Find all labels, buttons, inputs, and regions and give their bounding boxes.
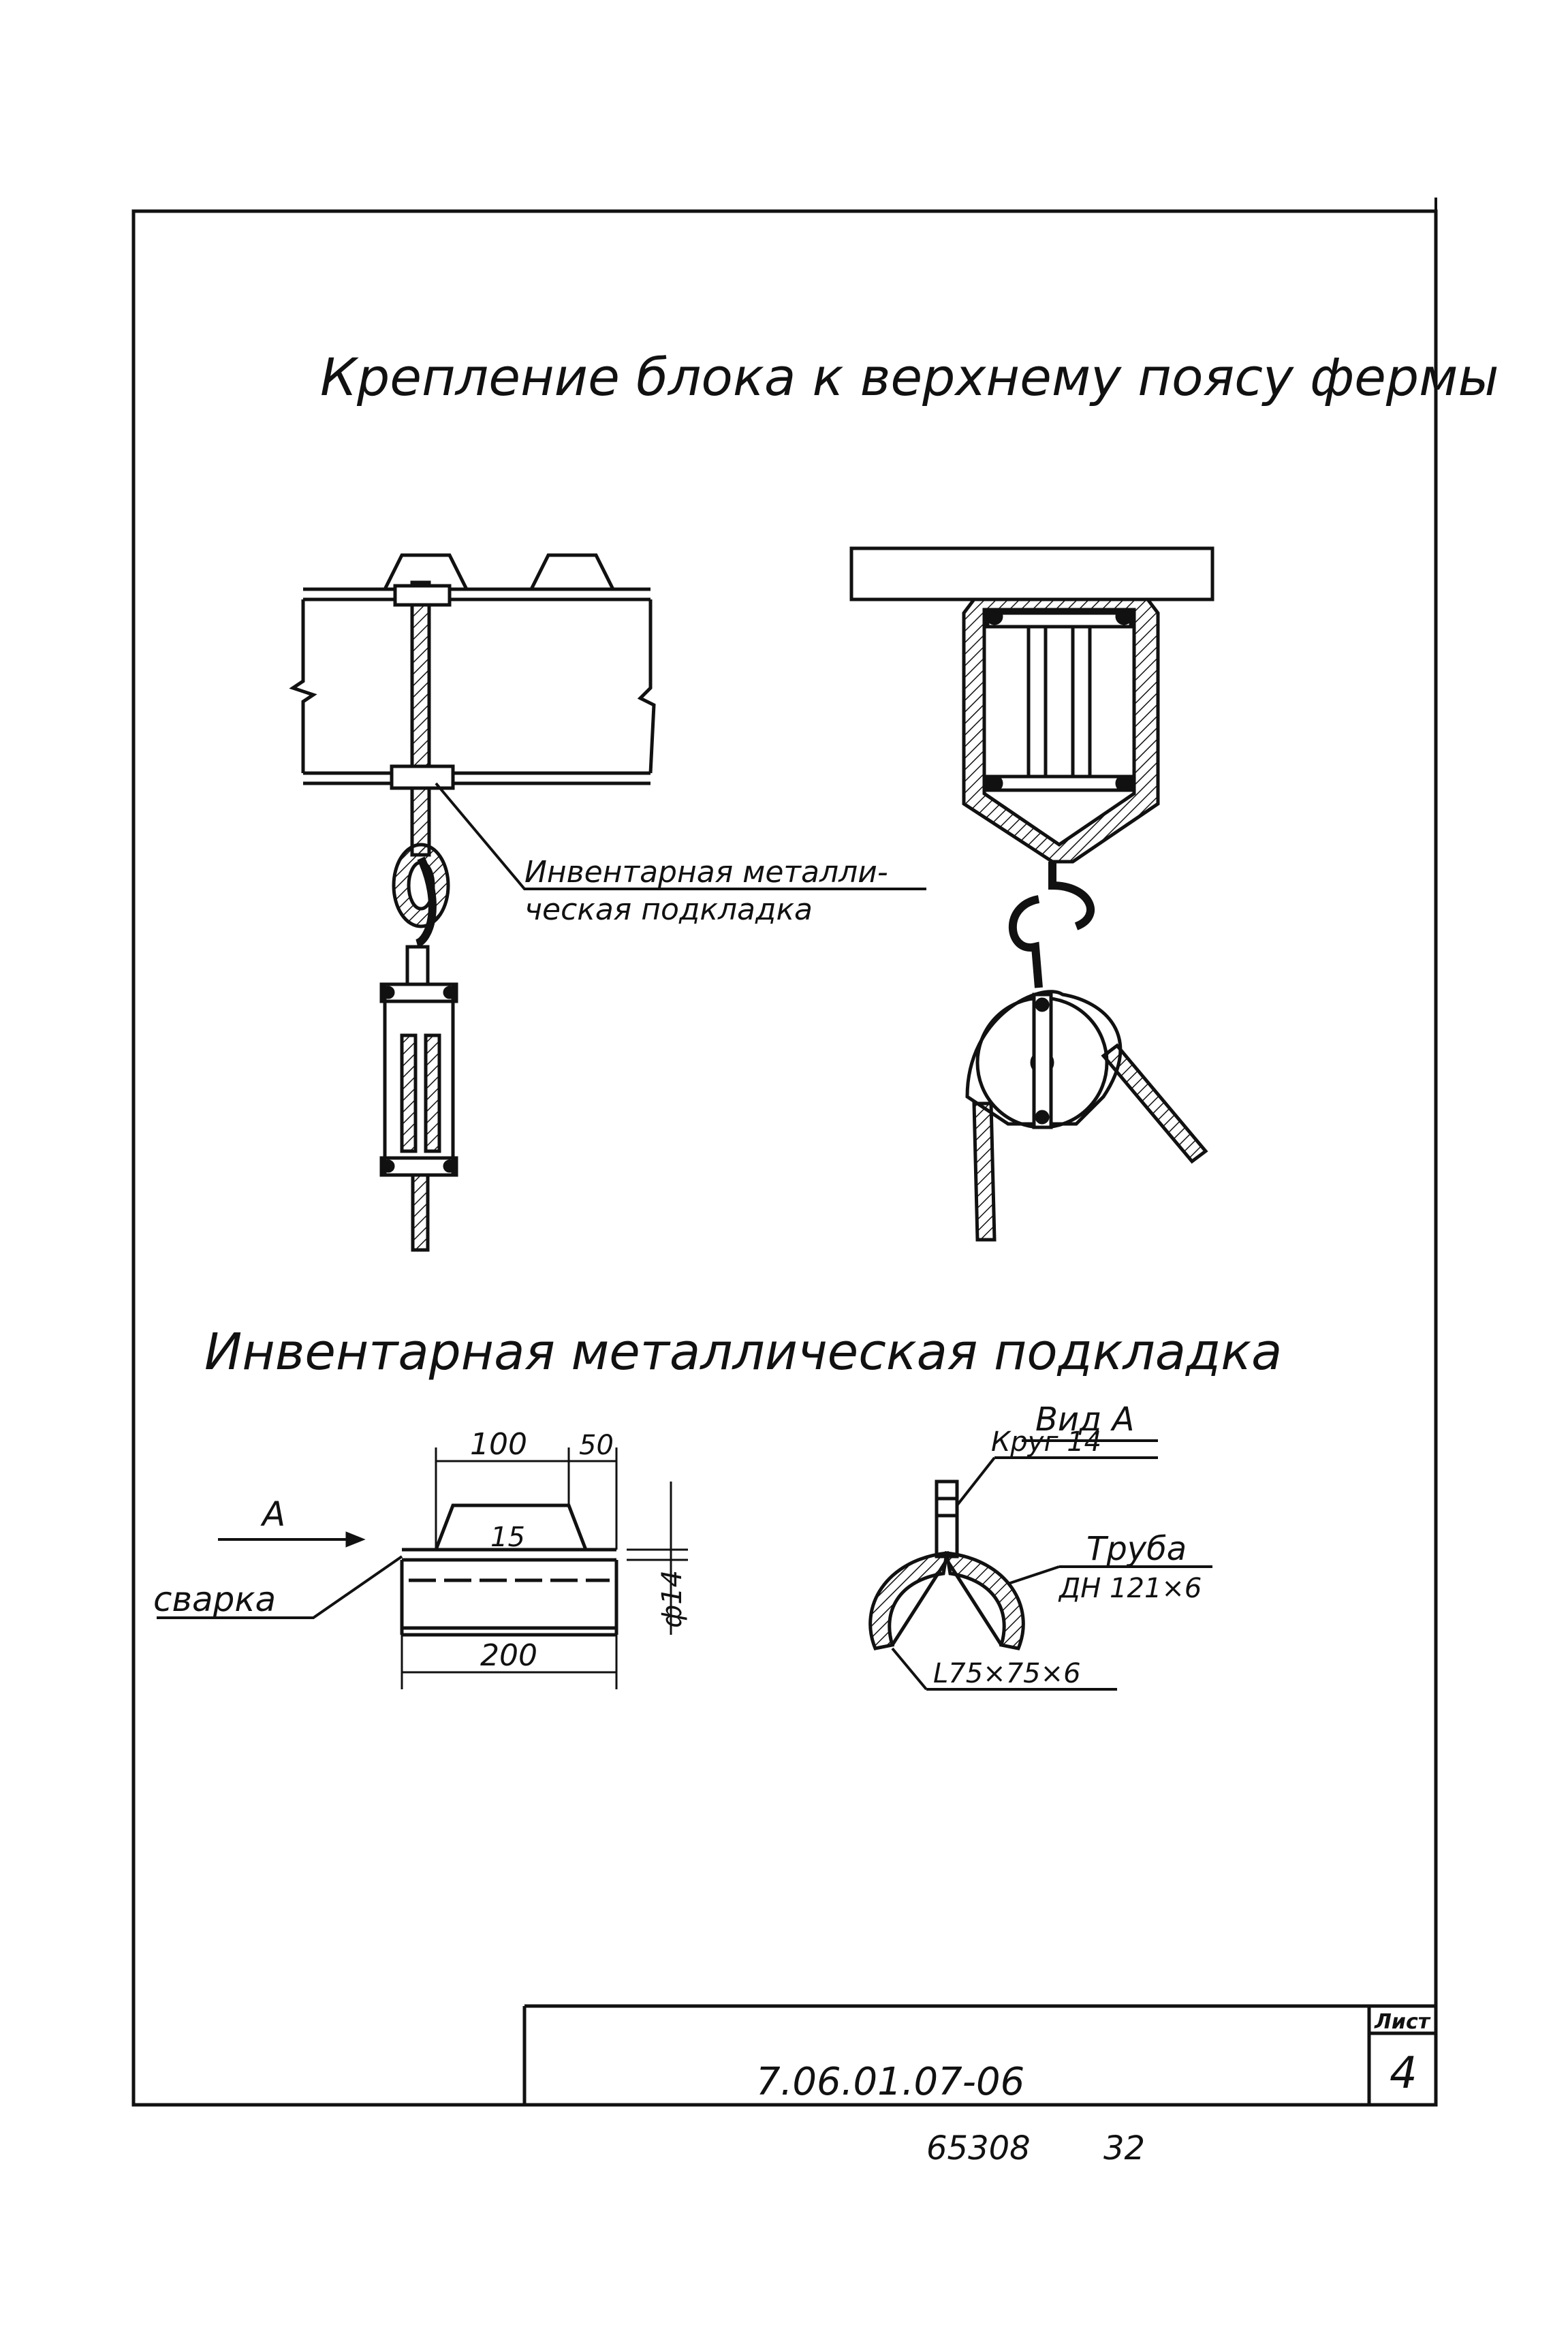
footer-number-left: 65308: [926, 2129, 1031, 2167]
sheet-frame: [131, 209, 1438, 2107]
drawing-title: Крепление блока к верхнему поясу фермы: [320, 347, 1499, 407]
angle-label: L75×75×6: [933, 1658, 1081, 1689]
truss-side-view: [289, 553, 656, 1252]
pad-callout: Инвентарная металли- ческая подкладка: [435, 782, 926, 927]
dim-50: 50: [579, 1430, 614, 1461]
weld-label: сварка: [153, 1580, 276, 1619]
truss-section-view: [849, 546, 1214, 1242]
callout-label-line2: ческая подкладка: [524, 892, 813, 927]
arrow-label-a: А: [260, 1494, 285, 1534]
pad-drawing: [157, 1447, 688, 1689]
dim-inner: 15: [490, 1522, 525, 1553]
title-block: [522, 2004, 1436, 2105]
sheet-number: 4: [1390, 2048, 1417, 2099]
pad-subtitle: Инвентарная металлическая подкладка: [204, 1323, 1282, 1381]
rod-label: Круг 14: [991, 1426, 1101, 1458]
doc-code: 7.06.01.07-06: [756, 2060, 1024, 2104]
sheet-header: Лист: [1374, 2010, 1431, 2034]
callout-label-line1: Инвентарная металли-: [524, 855, 888, 890]
dim-100: 100: [470, 1427, 527, 1462]
view-a-label: Вид А: [1035, 1400, 1134, 1439]
footer-number-right: 32: [1103, 2129, 1145, 2167]
pipe-label-line1: Труба: [1086, 1530, 1187, 1568]
dim-200: 200: [480, 1638, 537, 1673]
view-a-drawing: [868, 1439, 1212, 1691]
dim-phi: ф14: [657, 1570, 688, 1628]
pipe-label-line2: ДН 121×6: [1058, 1573, 1202, 1604]
